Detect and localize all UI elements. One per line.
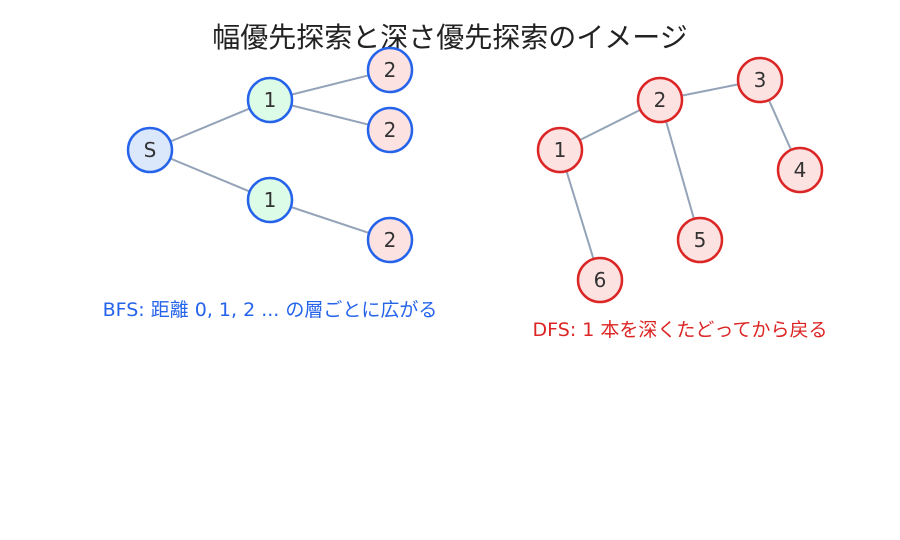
bfs-node-label: 2	[384, 228, 397, 252]
bfs-node-label: 1	[264, 188, 277, 212]
dfs-tree: 1 2 3 4 5 6	[536, 56, 824, 304]
dfs-node-d4: 4	[776, 146, 824, 194]
bfs-node-a2: 2	[366, 46, 414, 94]
dfs-node-circle	[536, 126, 584, 174]
dfs-node-label: 4	[794, 158, 807, 182]
dfs-node-label: 3	[754, 68, 767, 92]
dfs-nodes: 1 2 3 4 5 6	[536, 56, 824, 304]
dfs-node-d1: 1	[536, 126, 584, 174]
dfs-node-label: 6	[594, 268, 607, 292]
bfs-node-a1: 1	[246, 76, 294, 124]
bfs-node-circle	[366, 46, 414, 94]
bfs-node-label: S	[144, 138, 157, 162]
dfs-node-circle	[736, 56, 784, 104]
bfs-node-s: S	[126, 126, 174, 174]
dfs-node-label: 1	[554, 138, 567, 162]
bfs-node-circle	[246, 176, 294, 224]
dfs-node-label: 2	[654, 88, 667, 112]
bfs-node-circle	[126, 126, 174, 174]
dfs-node-circle	[576, 256, 624, 304]
bfs-node-label: 2	[384, 58, 397, 82]
bfs-node-label: 1	[264, 88, 277, 112]
dfs-edge-d2-d5	[659, 99, 701, 241]
dfs-node-d5: 5	[676, 216, 724, 264]
bfs-caption: BFS: 距離 0, 1, 2 ... の層ごとに広がる	[103, 299, 438, 321]
bfs-node-circle	[246, 76, 294, 124]
bfs-node-b1: 1	[246, 176, 294, 224]
bfs-node-circle	[366, 106, 414, 154]
bfs-node-b2: 2	[366, 216, 414, 264]
dfs-node-d3: 3	[736, 56, 784, 104]
bfs-tree: S 1 1 2 2 2	[126, 46, 414, 264]
dfs-node-d6: 6	[576, 256, 624, 304]
dfs-node-circle	[776, 146, 824, 194]
dfs-node-label: 5	[694, 228, 707, 252]
dfs-node-d2: 2	[636, 76, 684, 124]
diagram-title: 幅優先探索と深さ優先探索のイメージ	[212, 21, 687, 54]
dfs-node-circle	[636, 76, 684, 124]
bfs-node-circle	[366, 216, 414, 264]
bfs-node-a3: 2	[366, 106, 414, 154]
bfs-nodes: S 1 1 2 2 2	[126, 46, 414, 264]
dfs-caption: DFS: 1 本を深くたどってから戻る	[533, 319, 828, 341]
bfs-node-label: 2	[384, 118, 397, 142]
dfs-node-circle	[676, 216, 724, 264]
